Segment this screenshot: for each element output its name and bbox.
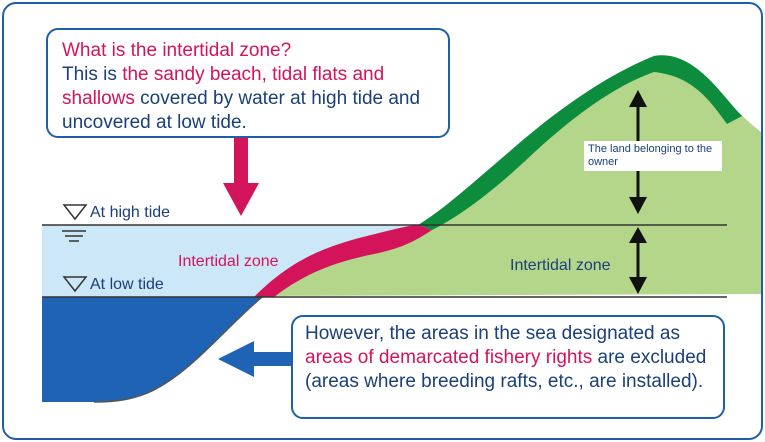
exclusion-text-highlight: areas of demarcated fishery rights [305, 347, 593, 368]
seabed-line [93, 296, 263, 403]
magenta-down-arrow-icon [223, 137, 259, 216]
intertidal-strip [254, 225, 432, 297]
callout-text-part1: This is [62, 64, 123, 85]
exclusion-callout: However, the areas in the sea designated… [291, 315, 725, 419]
intertidal-height-double-arrow-icon [629, 227, 647, 294]
callout-text-highlight: the sandy beach, tidal flats and shallow… [62, 64, 385, 109]
callout-text-part2: covered by water at high tide and uncove… [62, 88, 421, 133]
low-tide-label: At low tide [90, 276, 164, 293]
intertidal-zone-label-right: Intertidal zone [510, 257, 611, 274]
blue-left-arrow-icon [218, 341, 292, 377]
high-tide-water [42, 225, 418, 297]
low-tide-triangle-icon [62, 276, 88, 293]
intertidal-definition-callout: What is the intertidal zone? This is the… [46, 28, 450, 138]
high-tide-label: At high tide [90, 204, 171, 221]
callout-question: What is the intertidal zone? [62, 40, 292, 61]
intertidal-diagram-svg [42, 55, 761, 403]
water-surface-icon [62, 230, 86, 242]
exclusion-text-part1: However, the areas in the sea designated… [305, 323, 680, 344]
land-top-band [418, 55, 742, 230]
intertidal-zone-label-left: Intertidal zone [178, 253, 279, 270]
high-tide-triangle-icon [62, 204, 88, 221]
exclusion-text-part2: are excluded (areas where breeding rafts… [305, 347, 707, 392]
deep-sea [42, 297, 262, 402]
owner-land-label: The land belonging to the owner [584, 141, 722, 171]
